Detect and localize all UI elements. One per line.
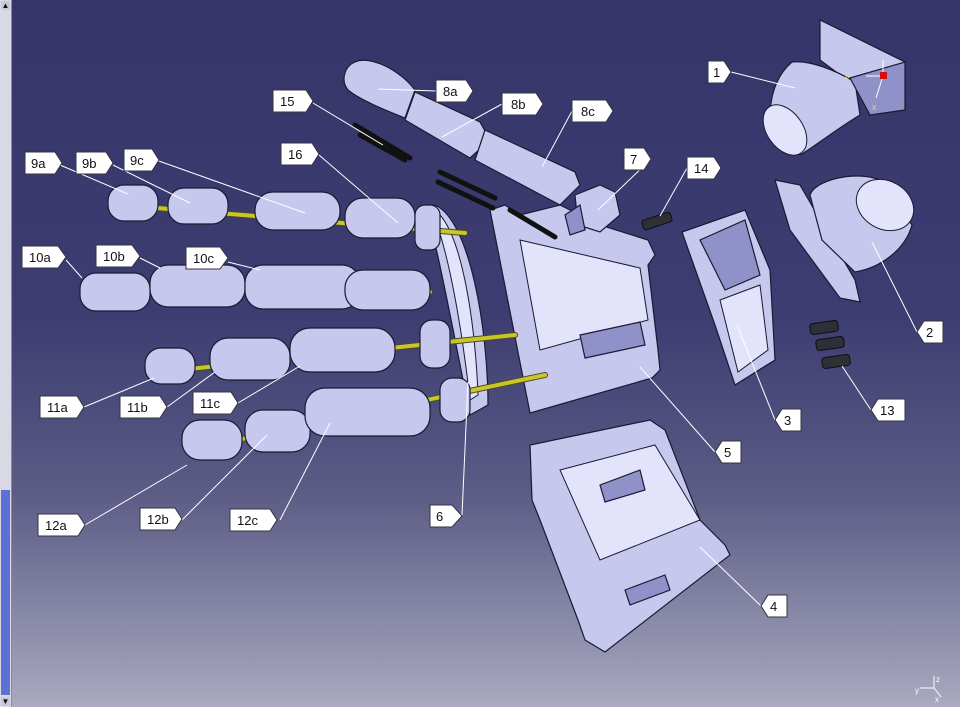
- callout-3: 3: [774, 408, 802, 432]
- svg-text:15: 15: [280, 94, 294, 109]
- svg-text:y: y: [915, 686, 919, 695]
- part-14: [641, 211, 673, 231]
- svg-text:4: 4: [770, 599, 777, 614]
- svg-text:13: 13: [880, 403, 894, 418]
- svg-text:9c: 9c: [130, 153, 144, 168]
- svg-text:x: x: [935, 695, 939, 704]
- vertical-scrollbar[interactable]: ▲ ▼: [0, 0, 12, 707]
- svg-text:2: 2: [926, 325, 933, 340]
- part-5: [489, 204, 661, 414]
- spring-16: [435, 169, 558, 240]
- callout-11a: 11a: [39, 395, 85, 419]
- svg-text:10c: 10c: [193, 251, 214, 266]
- callout-12a: 12a: [37, 513, 86, 537]
- callout-10a: 10a: [21, 245, 67, 269]
- leader-lines: [59, 71, 918, 607]
- svg-text:9b: 9b: [82, 156, 96, 171]
- svg-text:6: 6: [436, 509, 443, 524]
- callout-14: 14: [686, 156, 722, 180]
- spring-15: [352, 122, 413, 163]
- callout-12b: 12b: [139, 507, 183, 531]
- part-1: [762, 19, 906, 156]
- callout-4: 4: [760, 594, 788, 618]
- part-4: [529, 419, 731, 653]
- svg-text:12c: 12c: [237, 513, 258, 528]
- compass-icon[interactable]: z x y: [915, 675, 942, 704]
- svg-text:3: 3: [784, 413, 791, 428]
- callout-12c: 12c: [229, 508, 278, 532]
- svg-text:7: 7: [630, 152, 637, 167]
- svg-text:8c: 8c: [581, 104, 595, 119]
- callout-10b: 10b: [95, 244, 141, 268]
- callout-8c: 8c: [571, 99, 614, 123]
- svg-text:y: y: [845, 72, 850, 82]
- svg-text:12a: 12a: [45, 518, 67, 533]
- callout-9b: 9b: [75, 151, 114, 175]
- callout-15: 15: [272, 89, 314, 113]
- svg-text:z: z: [936, 675, 940, 684]
- callout-8a: 8a: [435, 79, 474, 103]
- callout-2: 2: [916, 320, 944, 344]
- svg-text:12b: 12b: [147, 512, 169, 527]
- svg-text:10a: 10a: [29, 250, 51, 265]
- callout-7: 7: [623, 147, 652, 171]
- callout-9a: 9a: [24, 151, 63, 175]
- callout-13: 13: [870, 398, 906, 422]
- finger-row-9: [107, 184, 468, 251]
- callout-11c: 11c: [192, 391, 239, 415]
- callout-16: 16: [280, 142, 320, 166]
- callout-8b: 8b: [501, 92, 544, 116]
- callout-10c: 10c: [185, 246, 229, 270]
- svg-text:8b: 8b: [511, 97, 525, 112]
- callout-11b: 11b: [119, 395, 168, 419]
- svg-text:11c: 11c: [200, 396, 220, 411]
- svg-text:8a: 8a: [443, 84, 458, 99]
- part-3: [681, 209, 776, 386]
- finger-row-11: [144, 319, 518, 385]
- local-axis-triad: y x: [845, 60, 887, 112]
- callout-9c: 9c: [123, 148, 160, 172]
- callout-1: 1: [707, 60, 732, 84]
- scroll-up-icon[interactable]: ▲: [1, 1, 10, 10]
- finger-row-12: [181, 372, 548, 461]
- callout-6: 6: [429, 504, 463, 528]
- svg-text:10b: 10b: [103, 249, 125, 264]
- scroll-thumb[interactable]: [1, 490, 10, 695]
- part-7: [564, 184, 621, 236]
- svg-text:9a: 9a: [31, 156, 46, 171]
- callout-5: 5: [714, 440, 742, 464]
- scroll-down-icon[interactable]: ▼: [1, 697, 10, 706]
- finger-row-10: [79, 264, 433, 312]
- svg-text:5: 5: [724, 445, 731, 460]
- svg-text:1: 1: [713, 65, 720, 80]
- svg-text:x: x: [872, 102, 877, 112]
- part-2: [774, 175, 915, 303]
- svg-text:11b: 11b: [127, 400, 148, 415]
- svg-text:16: 16: [288, 147, 302, 162]
- part-13: [809, 319, 851, 370]
- svg-text:14: 14: [694, 161, 708, 176]
- svg-text:11a: 11a: [47, 400, 68, 415]
- part-8c: [474, 129, 581, 206]
